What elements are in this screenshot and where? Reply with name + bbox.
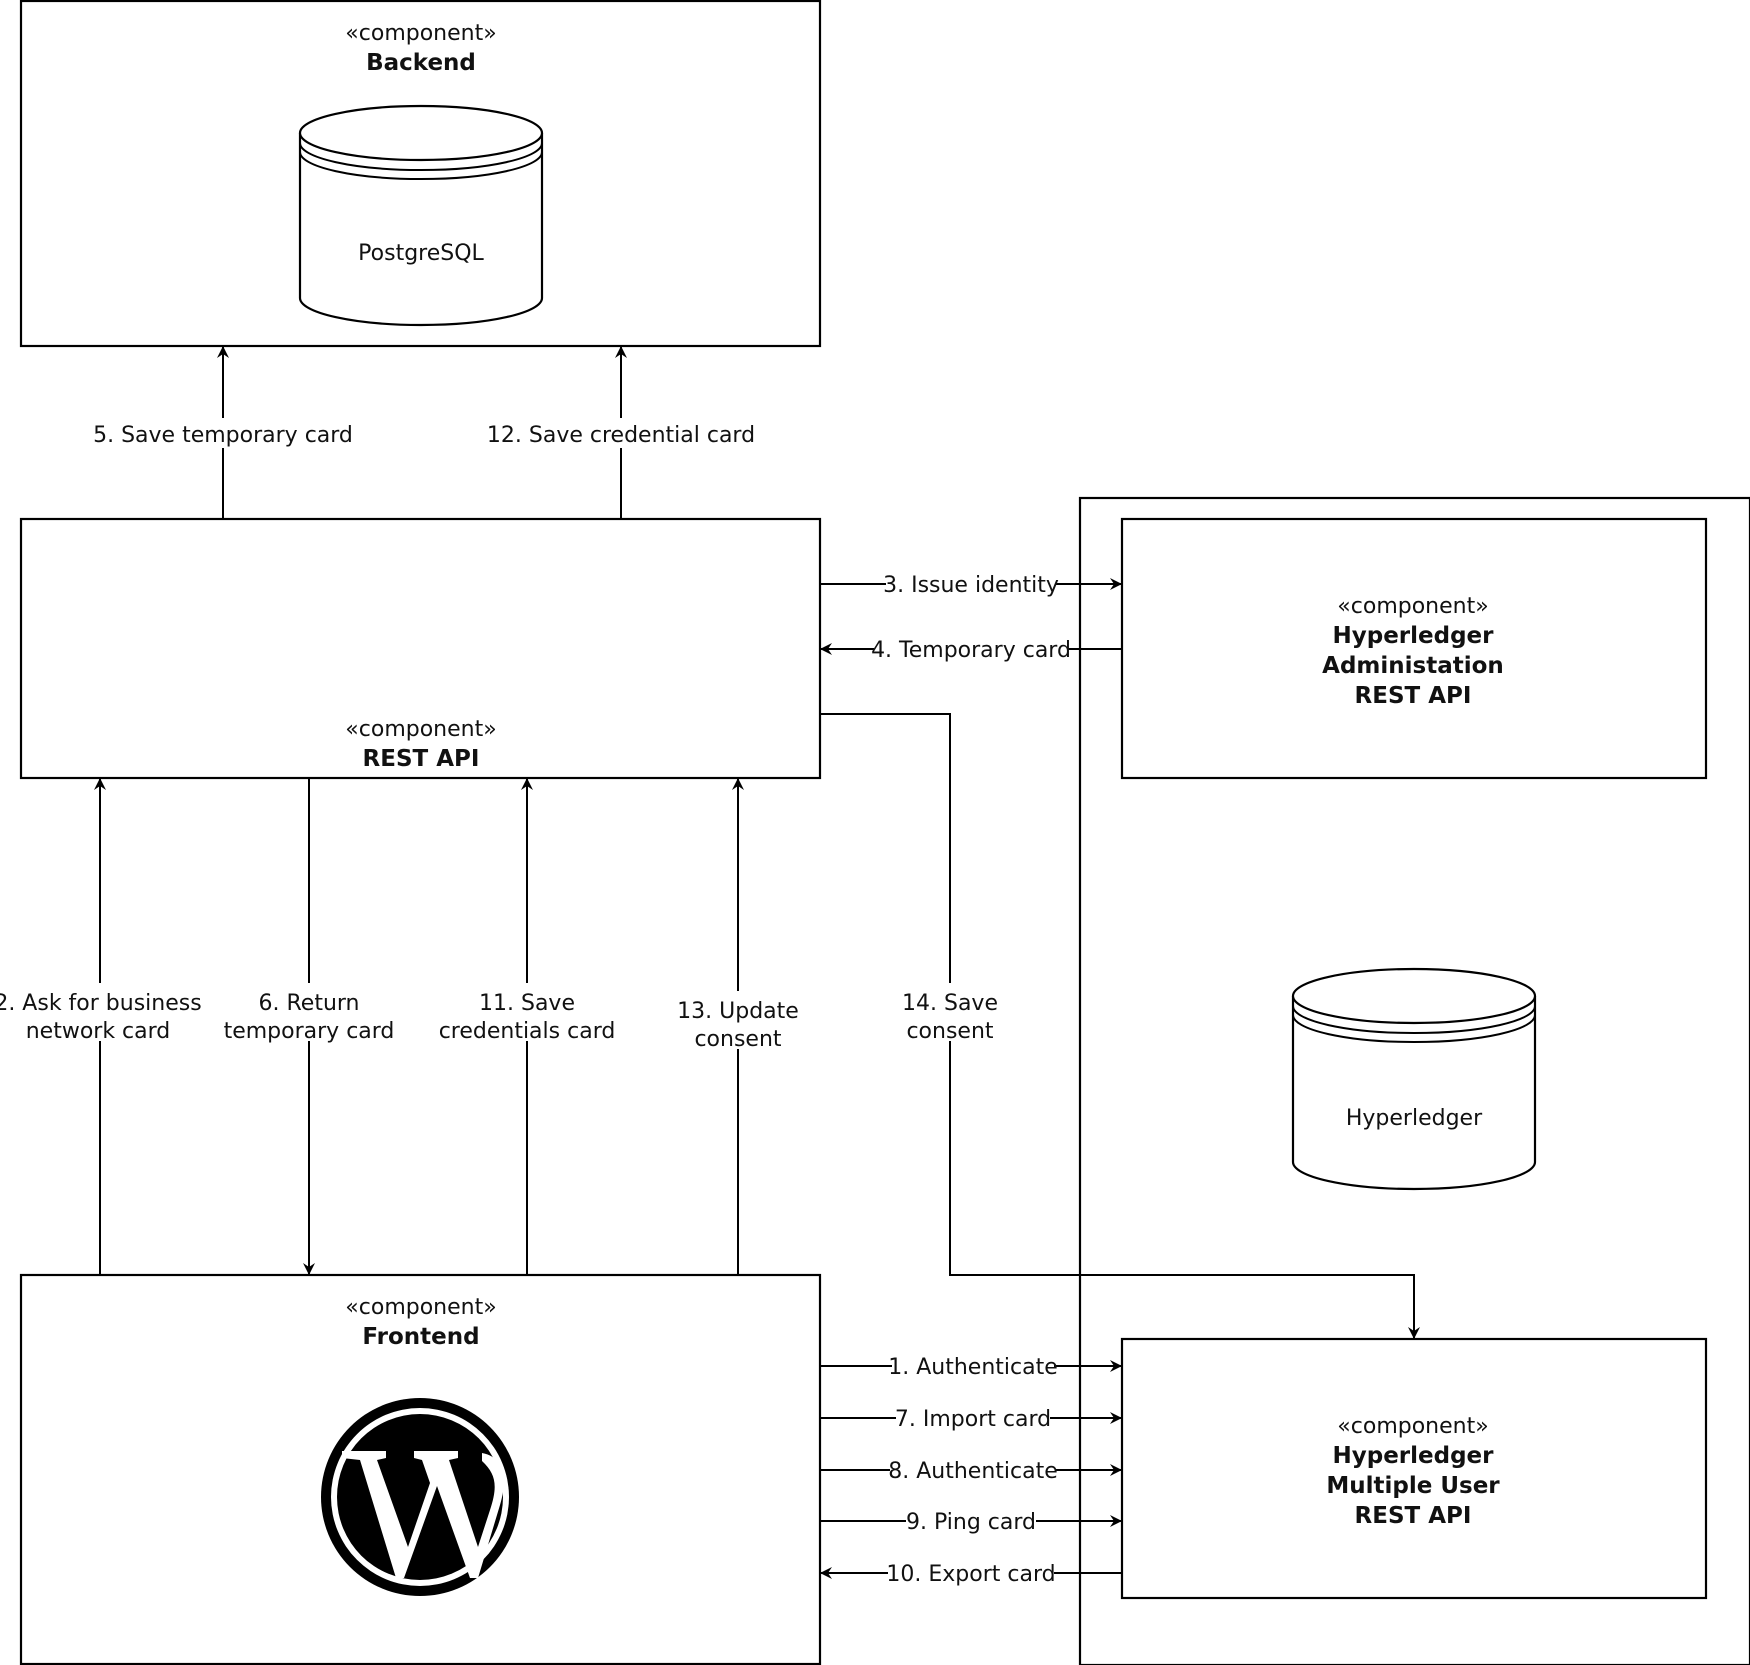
hl-admin-title-line3: REST API xyxy=(1355,683,1472,709)
backend-stereotype: «component» xyxy=(345,21,496,46)
svg-text:2. Ask for business: 2. Ask for business xyxy=(0,991,202,1016)
svg-text:6. Return: 6. Return xyxy=(259,991,360,1016)
svg-text:13. Update: 13. Update xyxy=(677,999,799,1024)
rest-api-component: «component» REST API xyxy=(19,517,822,780)
svg-text:consent: consent xyxy=(694,1027,781,1052)
rest-api-title: REST API xyxy=(363,746,480,772)
label-13: 13. Update consent xyxy=(674,991,802,1052)
label-1: 1. Authenticate xyxy=(888,1352,1058,1380)
svg-text:network card: network card xyxy=(26,1019,171,1044)
hyperledger-db-label: Hyperledger xyxy=(1346,1106,1483,1131)
frontend-component: «component» Frontend xyxy=(19,1273,822,1665)
wordpress-logo-icon xyxy=(321,1398,519,1596)
frontend-title: Frontend xyxy=(362,1324,479,1350)
label-10: 10. Export card xyxy=(886,1559,1056,1587)
hl-admin-title-line2: Administation xyxy=(1322,653,1504,679)
svg-text:10. Export card: 10. Export card xyxy=(886,1562,1055,1587)
label-12: 12. Save credential card xyxy=(487,418,755,448)
svg-text:5. Save temporary card: 5. Save temporary card xyxy=(93,423,353,448)
label-14: 14. Save consent xyxy=(898,983,1002,1044)
svg-text:temporary card: temporary card xyxy=(224,1019,395,1044)
svg-text:12. Save credential card: 12. Save credential card xyxy=(487,423,755,448)
hyperledger-admin-component: «component» Hyperledger Administation RE… xyxy=(1120,517,1708,780)
hl-admin-title-line1: Hyperledger xyxy=(1333,623,1495,649)
label-3: 3. Issue identity xyxy=(883,570,1059,598)
label-8: 8. Authenticate xyxy=(888,1456,1058,1484)
label-4: 4. Temporary card xyxy=(871,635,1071,663)
label-6: 6. Return temporary card xyxy=(224,983,395,1044)
svg-text:11. Save: 11. Save xyxy=(479,991,575,1016)
hyperledger-database-icon: Hyperledger xyxy=(1291,967,1537,1191)
edge-14-save-consent xyxy=(820,713,1420,1339)
svg-text:8. Authenticate: 8. Authenticate xyxy=(888,1459,1058,1484)
svg-text:consent: consent xyxy=(906,1019,993,1044)
label-7: 7. Import card xyxy=(895,1404,1051,1432)
label-11: 11. Save credentials card xyxy=(439,983,616,1044)
backend-component: «component» Backend PostgreSQL xyxy=(19,0,822,348)
rest-api-stereotype: «component» xyxy=(345,717,496,742)
svg-text:7. Import card: 7. Import card xyxy=(895,1407,1051,1432)
hyperledger-multi-user-component: «component» Hyperledger Multiple User RE… xyxy=(1120,1337,1708,1600)
postgresql-database-icon: PostgreSQL xyxy=(298,104,544,327)
backend-title: Backend xyxy=(366,50,476,76)
svg-text:9. Ping card: 9. Ping card xyxy=(906,1510,1036,1535)
hl-multi-title-line3: REST API xyxy=(1355,1503,1472,1529)
hl-multi-title-line2: Multiple User xyxy=(1326,1473,1500,1499)
svg-text:1. Authenticate: 1. Authenticate xyxy=(888,1355,1058,1380)
svg-text:3. Issue identity: 3. Issue identity xyxy=(883,573,1059,598)
postgresql-label: PostgreSQL xyxy=(358,241,484,266)
svg-text:4. Temporary card: 4. Temporary card xyxy=(871,638,1071,663)
hl-admin-stereotype: «component» xyxy=(1337,594,1488,619)
svg-text:14. Save: 14. Save xyxy=(902,991,998,1016)
frontend-stereotype: «component» xyxy=(345,1295,496,1320)
label-5: 5. Save temporary card xyxy=(93,418,353,448)
label-9: 9. Ping card xyxy=(906,1507,1036,1535)
hl-multi-title-line1: Hyperledger xyxy=(1333,1443,1495,1469)
hl-multi-stereotype: «component» xyxy=(1337,1414,1488,1439)
label-2: 2. Ask for business network card xyxy=(0,983,202,1044)
svg-text:credentials card: credentials card xyxy=(439,1019,616,1044)
